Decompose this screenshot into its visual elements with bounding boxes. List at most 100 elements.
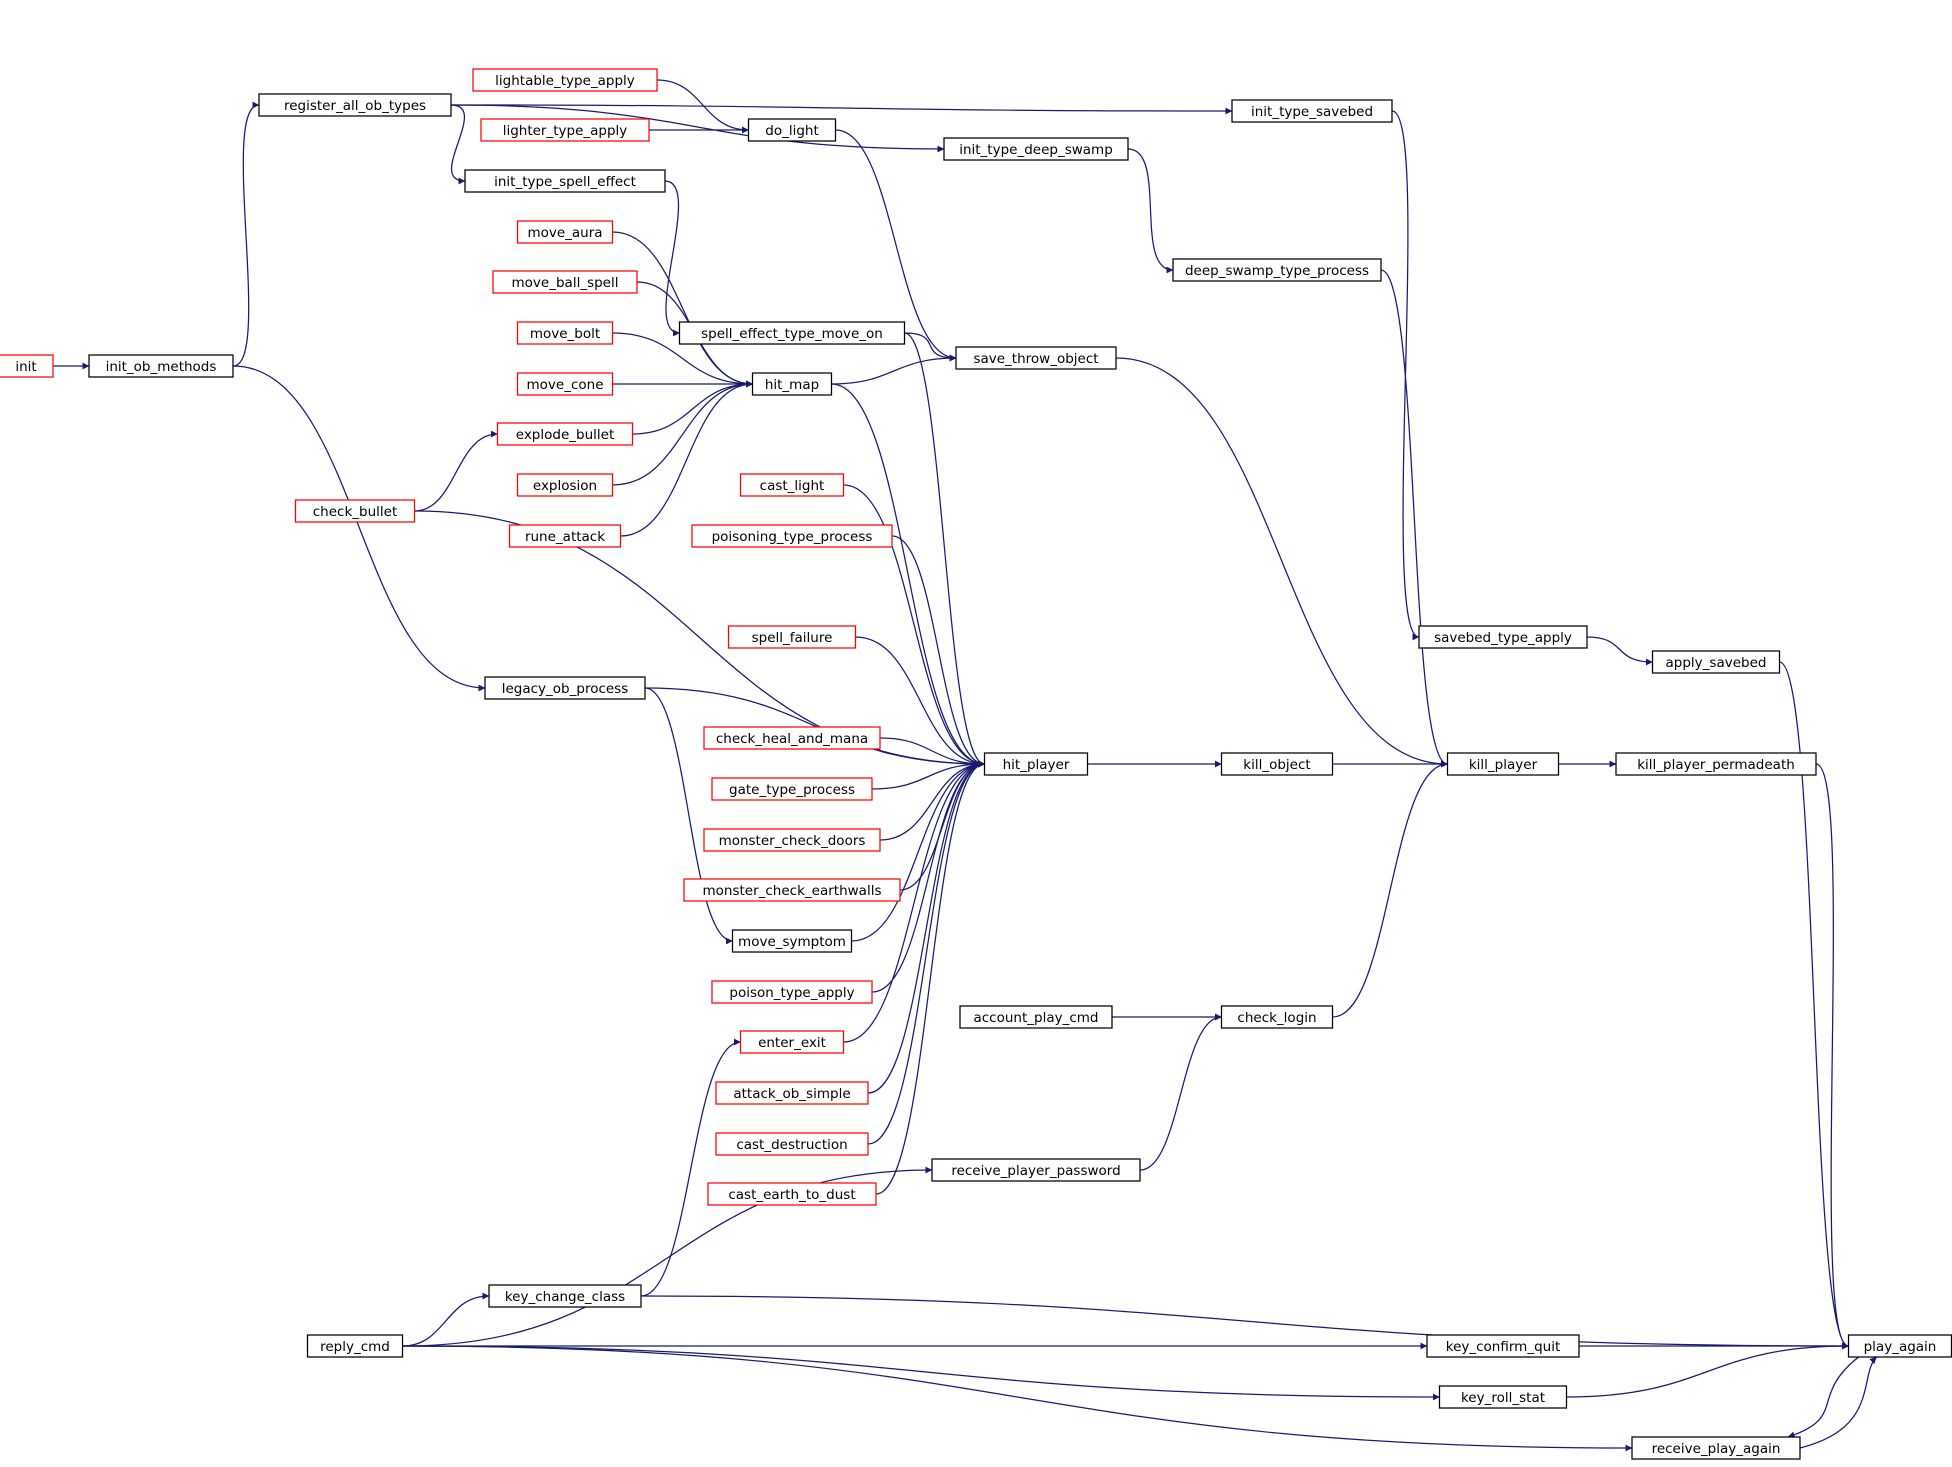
node-box [691, 524, 893, 548]
node-label: deep_swamp_type_process [1185, 263, 1369, 279]
edge-apply-savebed-to-play-again [1779, 661, 1849, 1350]
node-receive-play-again[interactable]: receive_play_again [1631, 1436, 1801, 1460]
node-label: move_aura [527, 225, 602, 241]
node-label: gate_type_process [729, 782, 855, 798]
node-poisoning-type-process[interactable]: poisoning_type_process [691, 524, 893, 548]
node-gate-type-process[interactable]: gate_type_process [711, 777, 873, 801]
node-box [516, 321, 614, 345]
node-init-type-savebed[interactable]: init_type_savebed [1231, 99, 1393, 123]
node-cast-light[interactable]: cast_light [739, 473, 845, 497]
node-label: enter_exit [758, 1035, 826, 1051]
node-spell-failure[interactable]: spell_failure [727, 625, 857, 649]
node-key-change-class[interactable]: key_change_class [488, 1284, 642, 1308]
edge-init-type-spell-effect-to-spell-effect-type-move-on [664, 180, 680, 337]
node-explode-bullet[interactable]: explode_bullet [496, 422, 634, 446]
node-box [731, 929, 853, 953]
node-move-cone[interactable]: move_cone [516, 372, 614, 396]
node-hit-map[interactable]: hit_map [751, 372, 833, 396]
node-kill-object[interactable]: kill_object [1220, 752, 1334, 776]
node-label: apply_savebed [1666, 655, 1767, 671]
node-deep-swamp-type-process[interactable]: deep_swamp_type_process [1172, 258, 1382, 282]
node-move-symptom[interactable]: move_symptom [731, 929, 853, 953]
node-receive-player-password[interactable]: receive_player_password [931, 1158, 1141, 1182]
node-do-light[interactable]: do_light [747, 118, 837, 142]
node-init-type-spell-effect[interactable]: init_type_spell_effect [464, 169, 666, 193]
node-label: do_light [765, 123, 819, 139]
edge-monster-check-doors-to-hit-player [879, 760, 985, 841]
node-label: monster_check_earthwalls [702, 883, 881, 899]
node-move-ball-spell[interactable]: move_ball_spell [492, 270, 638, 294]
node-lightable-type-apply[interactable]: lightable_type_apply [472, 68, 658, 92]
edge-lightable-type-apply-to-do-light [656, 79, 749, 134]
edge-receive-play-again-to-play-again [1799, 1356, 1877, 1449]
node-lighter-type-apply[interactable]: lighter_type_apply [480, 118, 650, 142]
edge-poison-type-apply-to-hit-player [871, 760, 985, 993]
node-init-type-deep-swamp[interactable]: init_type_deep_swamp [943, 137, 1129, 161]
node-reply-cmd[interactable]: reply_cmd [306, 1334, 404, 1358]
node-hit-player[interactable]: hit_player [983, 752, 1089, 776]
edge-reply-cmd-to-receive-player-password [402, 1166, 933, 1347]
node-savebed-type-apply[interactable]: savebed_type_apply [1418, 625, 1588, 649]
node-label: kill_player [1469, 757, 1538, 773]
node-label: savebed_type_apply [1434, 630, 1572, 646]
edge-reply-cmd-to-key-roll-stat [402, 1345, 1440, 1401]
node-check-bullet[interactable]: check_bullet [294, 499, 416, 523]
node-label: lightable_type_apply [495, 73, 635, 89]
node-key-confirm-quit[interactable]: key_confirm_quit [1426, 1334, 1580, 1358]
node-box [488, 1284, 642, 1308]
node-box [1438, 1385, 1568, 1409]
edge-init-type-deep-swamp-to-deep-swamp-type-process [1127, 148, 1174, 274]
node-label: kill_player_permadeath [1637, 757, 1795, 773]
node-save-throw-object[interactable]: save_throw_object [955, 346, 1117, 370]
node-box [751, 372, 833, 396]
node-kill-player[interactable]: kill_player [1446, 752, 1560, 776]
node-check-heal-and-mana[interactable]: check_heal_and_mana [703, 726, 881, 750]
node-monster-check-doors[interactable]: monster_check_doors [703, 828, 881, 852]
node-kill-player-permadeath[interactable]: kill_player_permadeath [1615, 752, 1817, 776]
node-box [294, 499, 416, 523]
node-register-all-ob-types[interactable]: register_all_ob_types [258, 93, 452, 117]
edge-check-login-to-kill-player [1332, 760, 1448, 1018]
node-label: legacy_ob_process [502, 681, 629, 697]
node-box [715, 1081, 869, 1105]
node-move-aura[interactable]: move_aura [516, 220, 614, 244]
node-enter-exit[interactable]: enter_exit [739, 1030, 845, 1054]
node-apply-savebed[interactable]: apply_savebed [1651, 650, 1781, 674]
node-move-bolt[interactable]: move_bolt [516, 321, 614, 345]
node-check-login[interactable]: check_login [1220, 1005, 1334, 1029]
edge-init-ob-methods-to-legacy-ob-process [232, 365, 486, 692]
node-key-roll-stat[interactable]: key_roll_stat [1438, 1385, 1568, 1409]
node-legacy-ob-process[interactable]: legacy_ob_process [484, 676, 646, 700]
node-attack-ob-simple[interactable]: attack_ob_simple [715, 1081, 869, 1105]
node-rune-attack[interactable]: rune_attack [508, 524, 622, 548]
node-box [1172, 258, 1382, 282]
node-cast-destruction[interactable]: cast_destruction [715, 1132, 869, 1156]
node-poison-type-apply[interactable]: poison_type_apply [711, 980, 873, 1004]
node-label: register_all_ob_types [284, 98, 426, 114]
node-label: move_symptom [738, 934, 846, 950]
node-init-ob-methods[interactable]: init_ob_methods [88, 354, 234, 378]
node-spell-effect-type-move-on[interactable]: spell_effect_type_move_on [678, 321, 906, 345]
node-account-play-cmd[interactable]: account_play_cmd [959, 1005, 1113, 1029]
node-box [516, 473, 614, 497]
node-box [88, 354, 234, 378]
node-init[interactable]: init [0, 354, 54, 378]
node-label: hit_player [1003, 757, 1070, 773]
node-box [496, 422, 634, 446]
node-explosion[interactable]: explosion [516, 473, 614, 497]
node-monster-check-earthwalls[interactable]: monster_check_earthwalls [683, 878, 901, 902]
node-label: poison_type_apply [729, 985, 854, 1001]
edge-key-change-class-to-enter-exit [640, 1038, 741, 1297]
node-box [747, 118, 837, 142]
node-label: account_play_cmd [973, 1010, 1098, 1026]
node-label: init_ob_methods [106, 359, 217, 375]
node-cast-earth-to-dust[interactable]: cast_earth_to_dust [707, 1182, 877, 1206]
node-label: monster_check_doors [719, 833, 866, 849]
node-box [1220, 752, 1334, 776]
node-label: cast_destruction [736, 1137, 847, 1153]
node-box [983, 752, 1089, 776]
edge-reply-cmd-to-receive-play-again [402, 1345, 1633, 1452]
node-label: explode_bullet [516, 427, 615, 443]
node-play-again[interactable]: play_again [1847, 1334, 1952, 1358]
